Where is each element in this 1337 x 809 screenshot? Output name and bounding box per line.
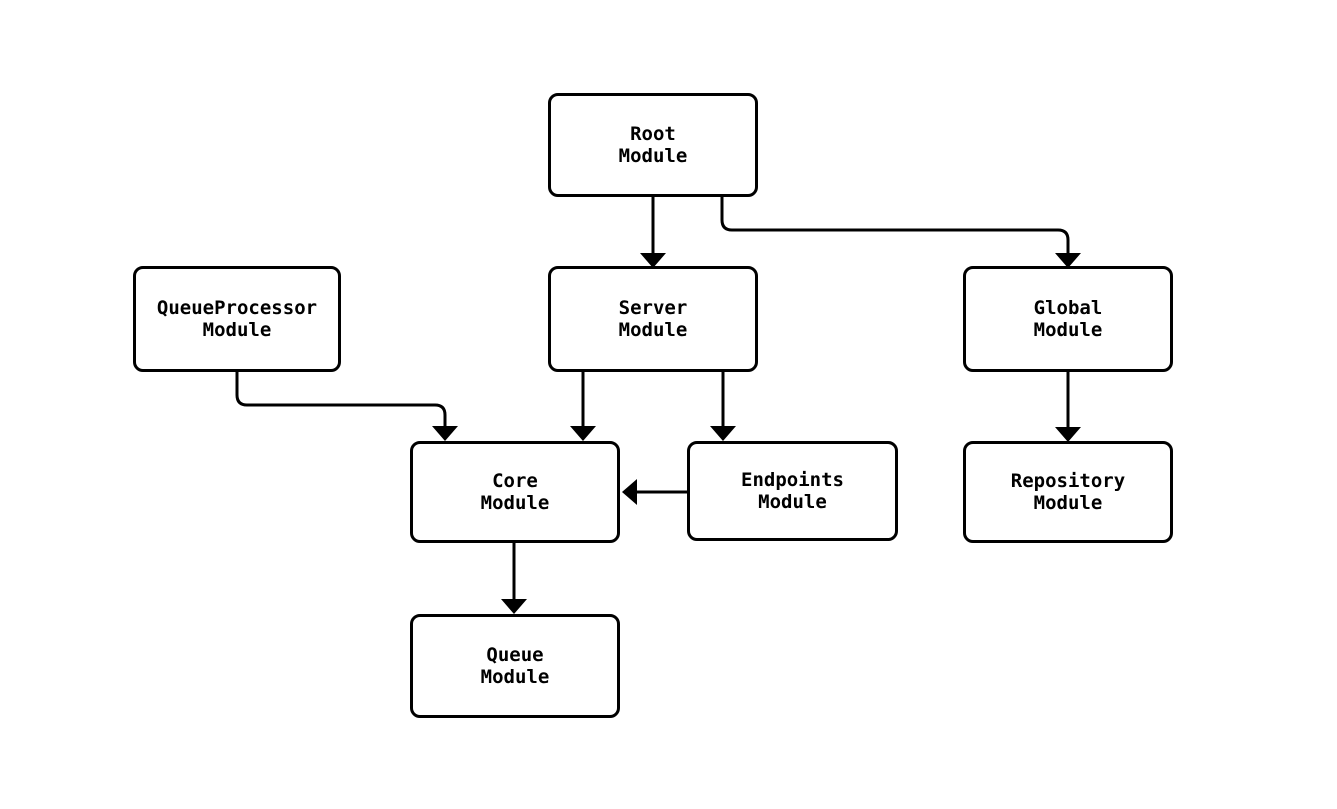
node-server-module: Server Module — [548, 266, 758, 372]
arrowhead-root-to-global — [1055, 253, 1081, 268]
node-endpoints-label-line1: Endpoints — [741, 469, 844, 491]
edge-queueprocessor-to-core — [235, 372, 447, 429]
node-core-module: Core Module — [410, 441, 620, 543]
node-global-module: Global Module — [963, 266, 1173, 372]
node-server-label-line2: Module — [618, 319, 688, 341]
node-queueprocessor-label-line2: Module — [202, 319, 272, 341]
arrowhead-server-to-core — [570, 426, 596, 441]
node-root-label-line1: Root — [630, 123, 676, 145]
node-root-module: Root Module — [548, 93, 758, 197]
arrowhead-queueprocessor-to-core — [432, 426, 458, 441]
node-core-label-line1: Core — [492, 470, 538, 492]
node-global-label-line2: Module — [1033, 319, 1103, 341]
arrowhead-server-to-endpoints — [710, 426, 736, 441]
node-server-label-line1: Server — [618, 297, 688, 319]
arrowhead-endpoints-to-core — [622, 479, 637, 505]
node-queueprocessor-label-line1: QueueProcessor — [156, 297, 318, 319]
node-repository-label-line2: Module — [1033, 492, 1103, 514]
node-endpoints-module: Endpoints Module — [687, 441, 898, 541]
node-global-label-line1: Global — [1033, 297, 1103, 319]
node-endpoints-label-line2: Module — [758, 491, 827, 513]
node-queue-label-line2: Module — [480, 666, 550, 688]
arrowhead-root-to-server — [640, 253, 666, 268]
edge-root-to-global — [720, 197, 1070, 256]
node-core-label-line2: Module — [480, 492, 550, 514]
node-repository-label-line1: Repository — [1010, 470, 1126, 492]
node-root-label-line2: Module — [618, 145, 688, 167]
arrowhead-core-to-queue — [501, 599, 527, 614]
arrowhead-global-to-repository — [1055, 427, 1081, 442]
node-queueprocessor-module: QueueProcessor Module — [133, 266, 341, 372]
node-repository-module: Repository Module — [963, 441, 1173, 543]
node-queue-label-line1: Queue — [486, 644, 544, 666]
node-queue-module: Queue Module — [410, 614, 620, 718]
